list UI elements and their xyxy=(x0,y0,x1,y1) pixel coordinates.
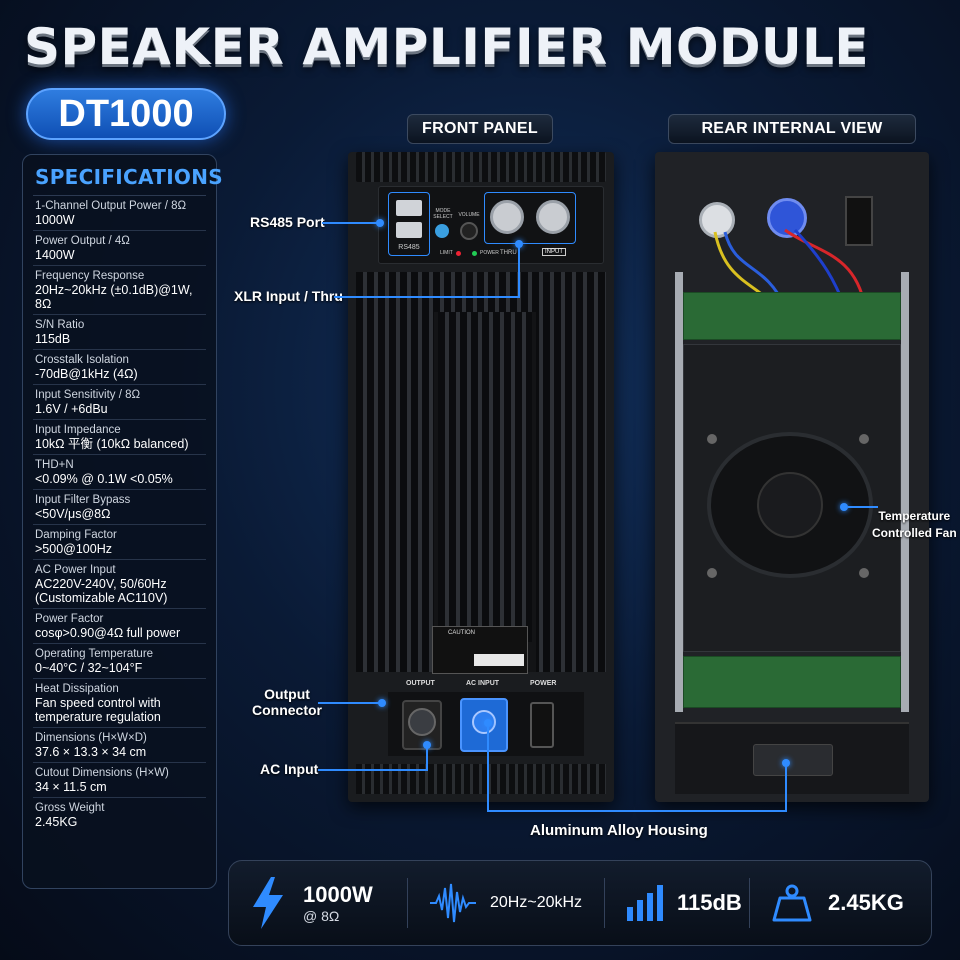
spec-row: THD+N<0.09% @ 0.1W <0.05% xyxy=(33,455,206,490)
weight-icon xyxy=(772,884,812,922)
spec-value: <0.09% @ 0.1W <0.05% xyxy=(35,472,173,486)
volume-label: VOLUME xyxy=(458,212,480,218)
spec-value: AC220V-240V, 50/60Hz (Customizable AC110… xyxy=(35,577,168,605)
spec-value: 37.6 × 13.3 × 34 cm xyxy=(35,745,147,759)
spec-key: Input Sensitivity / 8Ω xyxy=(35,389,141,401)
spec-value: 20Hz~20kHz (±0.1dB)@1W, 8Ω xyxy=(35,283,193,311)
spec-key: Gross Weight xyxy=(35,802,105,814)
speakon-output-connector[interactable] xyxy=(408,708,436,736)
limit-label: LIMIT xyxy=(440,250,453,256)
spec-key: S/N Ratio xyxy=(35,319,85,331)
spec-key: THD+N xyxy=(35,459,74,471)
spec-value: 1400W xyxy=(35,248,75,262)
spec-key: AC Power Input xyxy=(35,564,116,576)
input-label: INPUT xyxy=(542,248,566,256)
spec-row: Cutout Dimensions (H×W)34 × 11.5 cm xyxy=(33,763,206,798)
spec-value: 115dB xyxy=(35,332,71,346)
rear-panel xyxy=(655,152,929,802)
spec-key: Cutout Dimensions (H×W) xyxy=(35,767,169,779)
spec-value: cosφ>0.90@4Ω full power xyxy=(35,626,181,640)
feature-frequency-value: 20Hz~20kHz xyxy=(490,894,583,911)
feature-weight: 2.45KG xyxy=(750,861,930,945)
spec-key: Operating Temperature xyxy=(35,648,154,660)
spec-key: 1-Channel Output Power / 8Ω xyxy=(35,200,187,212)
xlr-thru-connector[interactable] xyxy=(490,200,524,234)
lightning-icon xyxy=(253,877,283,929)
specifications-title: SPECIFICATIONS xyxy=(33,161,223,196)
feature-frequency: 20Hz~20kHz xyxy=(408,861,604,945)
spec-value: <50V/μs@8Ω xyxy=(35,507,111,521)
spec-value: 34 × 11.5 cm xyxy=(35,780,107,794)
rs485-label: RS485 xyxy=(398,244,420,251)
spec-key: Power Output / 4Ω xyxy=(35,235,130,247)
spec-value: 2.45KG xyxy=(35,815,78,829)
feature-snr-value: 115dB xyxy=(677,890,742,915)
signal-bars-icon xyxy=(627,885,663,921)
ac-input-label: AC INPUT xyxy=(466,680,500,687)
xlr-input-connector[interactable] xyxy=(536,200,570,234)
spec-key: Power Factor xyxy=(35,613,104,625)
feature-snr: 115dB xyxy=(605,861,749,945)
feature-weight-value: 2.45KG xyxy=(828,890,904,915)
power-switch[interactable] xyxy=(530,702,554,748)
spec-key: Input Impedance xyxy=(35,424,121,436)
mode-select-label: MODE SELECT xyxy=(433,208,453,220)
waveform-icon xyxy=(430,883,476,923)
spec-value: 1.6V / +6dBu xyxy=(35,402,108,416)
output-label: OUTPUT xyxy=(406,680,435,687)
spec-value: 10kΩ 平衡 (10kΩ balanced) xyxy=(35,437,189,451)
spec-value: -70dB@1kHz (4Ω) xyxy=(35,367,138,381)
spec-row: Dimensions (H×W×D)37.6 × 13.3 × 34 cm xyxy=(33,728,206,763)
callout-rs485-port: RS485 Port xyxy=(250,214,325,230)
spec-value: 0~40°C / 32~104°F xyxy=(35,661,143,675)
spec-key: Damping Factor xyxy=(35,529,117,541)
spec-key: Input Filter Bypass xyxy=(35,494,131,506)
feature-bar: 1000W @ 8Ω 20Hz~20kHz 115dB 2.45KG xyxy=(228,860,932,946)
page-title: SPEAKER AMPLIFIER MODULE xyxy=(24,18,870,76)
spec-row: Input Filter Bypass<50V/μs@8Ω xyxy=(33,490,206,525)
rear-view-header: REAR INTERNAL VIEW xyxy=(668,114,916,144)
callout-ac-input: AC Input xyxy=(260,761,319,777)
spec-value: Fan speed control with temperature regul… xyxy=(35,696,161,724)
specifications-panel: SPECIFICATIONS 1-Channel Output Power / … xyxy=(22,154,223,889)
caution-label: CAUTION xyxy=(448,630,475,636)
spec-value: >500@100Hz xyxy=(35,542,112,556)
callout-xlr-input: XLR Input / Thru xyxy=(234,288,343,304)
model-badge: DT1000 xyxy=(26,88,226,140)
spec-key: Heat Dissipation xyxy=(35,683,119,695)
callout-housing: Aluminum Alloy Housing xyxy=(530,822,708,839)
spec-key: Dimensions (H×W×D) xyxy=(35,732,147,744)
front-panel: RS485 MODE SELECT VOLUME LIMIT POWER THR… xyxy=(348,152,614,802)
powercon-ac-input[interactable] xyxy=(460,698,508,752)
spec-row: Crosstalk Isolation-70dB@1kHz (4Ω) xyxy=(33,350,206,385)
spec-key: Frequency Response xyxy=(35,270,145,282)
mode-select-dial[interactable] xyxy=(435,224,449,238)
thru-label: THRU xyxy=(500,250,517,256)
volume-knob[interactable] xyxy=(460,222,478,240)
feature-power-value: 1000W xyxy=(303,882,373,907)
feature-power-sub: @ 8Ω xyxy=(303,908,340,924)
feature-power: 1000W @ 8Ω xyxy=(229,861,407,945)
front-panel-header: FRONT PANEL xyxy=(407,114,553,144)
spec-key: Crosstalk Isolation xyxy=(35,354,129,366)
spec-row: Damping Factor>500@100Hz xyxy=(33,525,206,560)
power-label: POWER xyxy=(530,680,557,687)
callout-output-connector: Output Connector xyxy=(252,686,322,718)
spec-value: 1000W xyxy=(35,213,75,227)
power-led-label: POWER xyxy=(480,250,499,256)
callout-fan: Temperature Controlled Fan xyxy=(872,509,957,540)
